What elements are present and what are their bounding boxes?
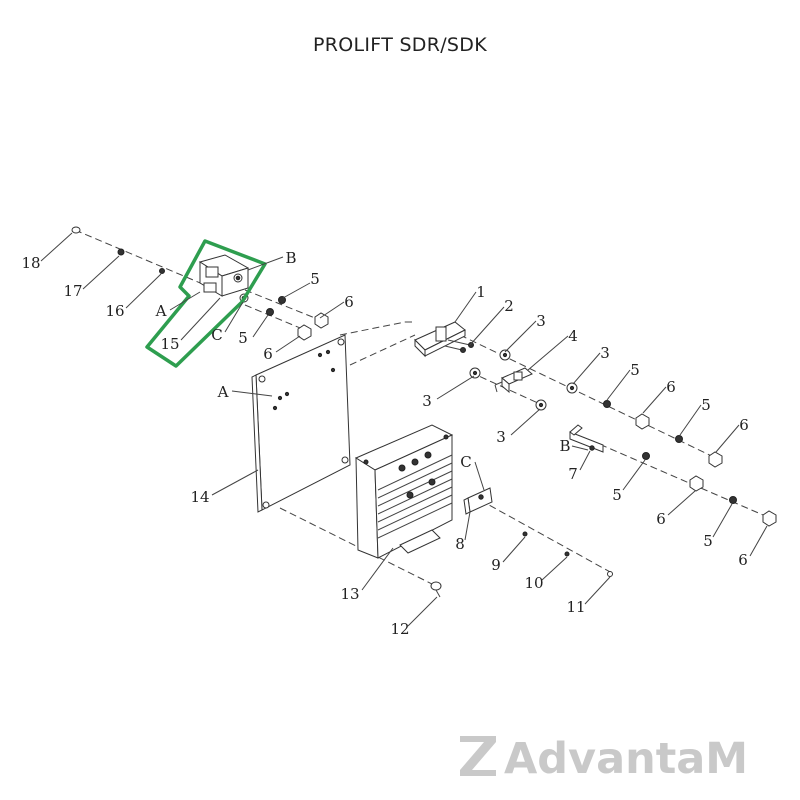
callout-label: 15 — [160, 335, 179, 353]
callout-label: 5 — [238, 329, 248, 347]
callout-label: 3 — [600, 344, 610, 362]
callout-label: 3 — [422, 392, 432, 410]
callout-label: 5 — [630, 361, 640, 379]
callout-label: 5 — [703, 532, 713, 550]
screw — [430, 581, 442, 598]
callout-label: B — [559, 437, 570, 455]
callout-label: 13 — [340, 585, 359, 603]
logo-mark-icon — [460, 736, 496, 776]
callout-label: C — [211, 326, 222, 344]
bracket-c — [463, 487, 493, 515]
callout-label: A — [217, 383, 229, 401]
mounting-plate — [251, 334, 351, 513]
highlight-outline — [145, 239, 267, 368]
bracket-b — [569, 424, 604, 453]
motor-controller — [354, 424, 454, 559]
callout-label: 4 — [568, 327, 578, 345]
callout-label: 11 — [566, 598, 585, 616]
callout-label: 3 — [496, 428, 506, 446]
callout-label: 6 — [263, 345, 273, 363]
callout-label: 6 — [656, 510, 666, 528]
callout-label: 17 — [63, 282, 82, 300]
page-title: PROLIFT SDR/SDK — [313, 34, 487, 56]
nuts-right — [522, 400, 777, 577]
contactor — [198, 254, 250, 303]
callout-label: 1 — [476, 283, 486, 301]
callout-label: 9 — [491, 556, 501, 574]
callout-label: 5 — [701, 396, 711, 414]
callout-label: 6 — [666, 378, 676, 396]
callout-label: 14 — [190, 488, 209, 506]
terminal-block — [414, 321, 474, 358]
callout-label: 6 — [344, 293, 354, 311]
callout-label: 8 — [455, 535, 465, 553]
callout-label: 16 — [105, 302, 124, 320]
callout-label: 2 — [504, 297, 514, 315]
advantam-logo: AdvantaM — [460, 734, 748, 780]
leader-lines — [40, 232, 768, 627]
callout-label: 6 — [738, 551, 748, 569]
fuse-holder — [494, 367, 533, 394]
washers — [469, 349, 578, 411]
callout-label: 7 — [568, 465, 578, 483]
callout-label: 3 — [536, 312, 546, 330]
hardware-left — [71, 226, 165, 274]
callout-label: 18 — [21, 254, 40, 272]
callout-label: 6 — [739, 416, 749, 434]
callout-label: C — [460, 453, 471, 471]
callout-label: 10 — [524, 574, 543, 592]
logo-text: AdvantaM — [504, 734, 748, 780]
callout-label: 5 — [612, 486, 622, 504]
callout-label: 5 — [310, 270, 320, 288]
callout-label: A — [155, 302, 167, 320]
callout-label: 12 — [390, 620, 409, 638]
callout-label: B — [285, 249, 296, 267]
nuts-contactor — [266, 296, 329, 341]
